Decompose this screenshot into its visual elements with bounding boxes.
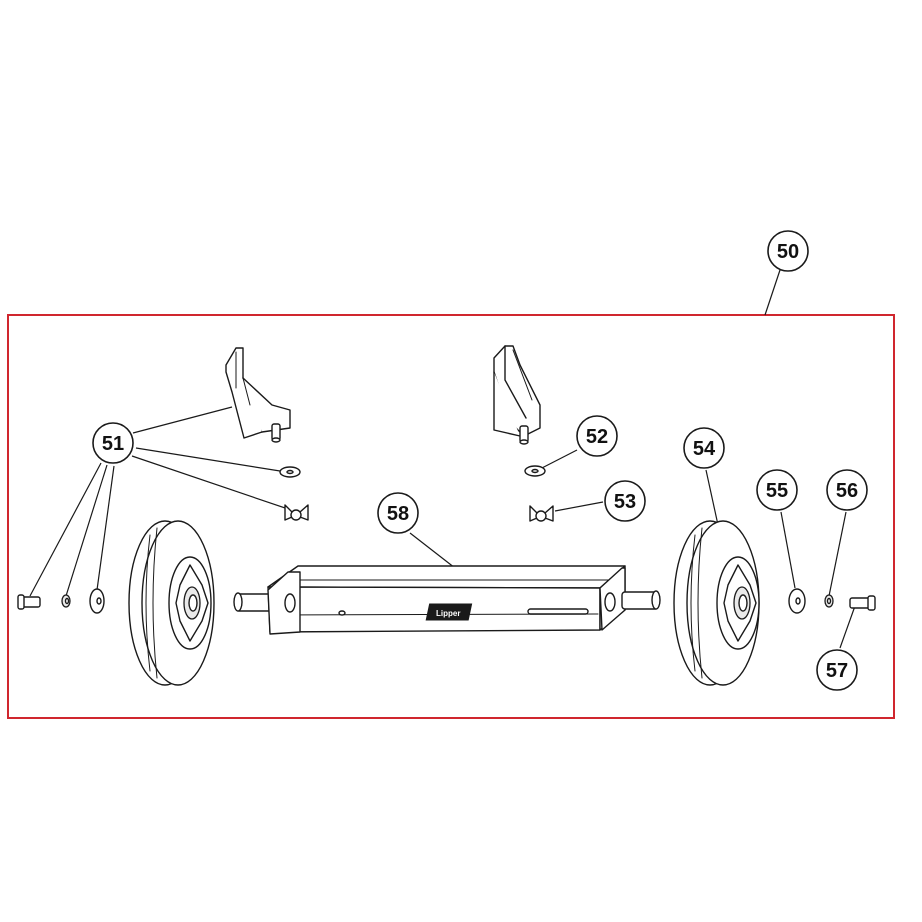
svg-text:51: 51 xyxy=(102,433,124,455)
left-wheel xyxy=(128,520,215,686)
right-wheel xyxy=(673,520,760,686)
brand-logo: Lipper xyxy=(436,609,460,618)
bolt-right xyxy=(849,595,876,611)
callout-58: 58 xyxy=(377,492,419,534)
washer-right-upper xyxy=(524,465,546,477)
svg-text:56: 56 xyxy=(836,480,858,502)
leader-lines xyxy=(29,269,856,649)
left-bracket xyxy=(225,347,291,443)
wing-nut-left xyxy=(284,504,309,521)
wing-nut-right xyxy=(529,505,554,522)
svg-text:54: 54 xyxy=(693,438,716,460)
washer-left-upper xyxy=(279,466,301,478)
nut-left xyxy=(61,594,71,608)
callout-54: 54 xyxy=(683,427,725,469)
callout-55: 55 xyxy=(756,469,798,511)
callout-57: 57 xyxy=(816,649,858,691)
nut-right xyxy=(824,594,834,608)
svg-text:50: 50 xyxy=(777,241,799,263)
washer-right-axle xyxy=(788,588,806,614)
callout-51: 51 xyxy=(92,422,134,464)
callout-50: 50 xyxy=(767,230,809,272)
svg-text:58: 58 xyxy=(387,503,409,525)
assembly-frame xyxy=(7,314,895,719)
svg-text:53: 53 xyxy=(614,491,636,513)
axle: Lipper xyxy=(233,565,661,635)
brand-logo-plate xyxy=(425,603,473,621)
callout-52: 52 xyxy=(576,415,618,457)
svg-text:55: 55 xyxy=(766,480,788,502)
washer-left-axle xyxy=(89,588,105,614)
right-bracket xyxy=(493,345,541,445)
bolt-left xyxy=(17,594,41,610)
svg-text:57: 57 xyxy=(826,660,848,682)
callout-56: 56 xyxy=(826,469,868,511)
svg-text:52: 52 xyxy=(586,426,608,448)
callout-53: 53 xyxy=(604,480,646,522)
